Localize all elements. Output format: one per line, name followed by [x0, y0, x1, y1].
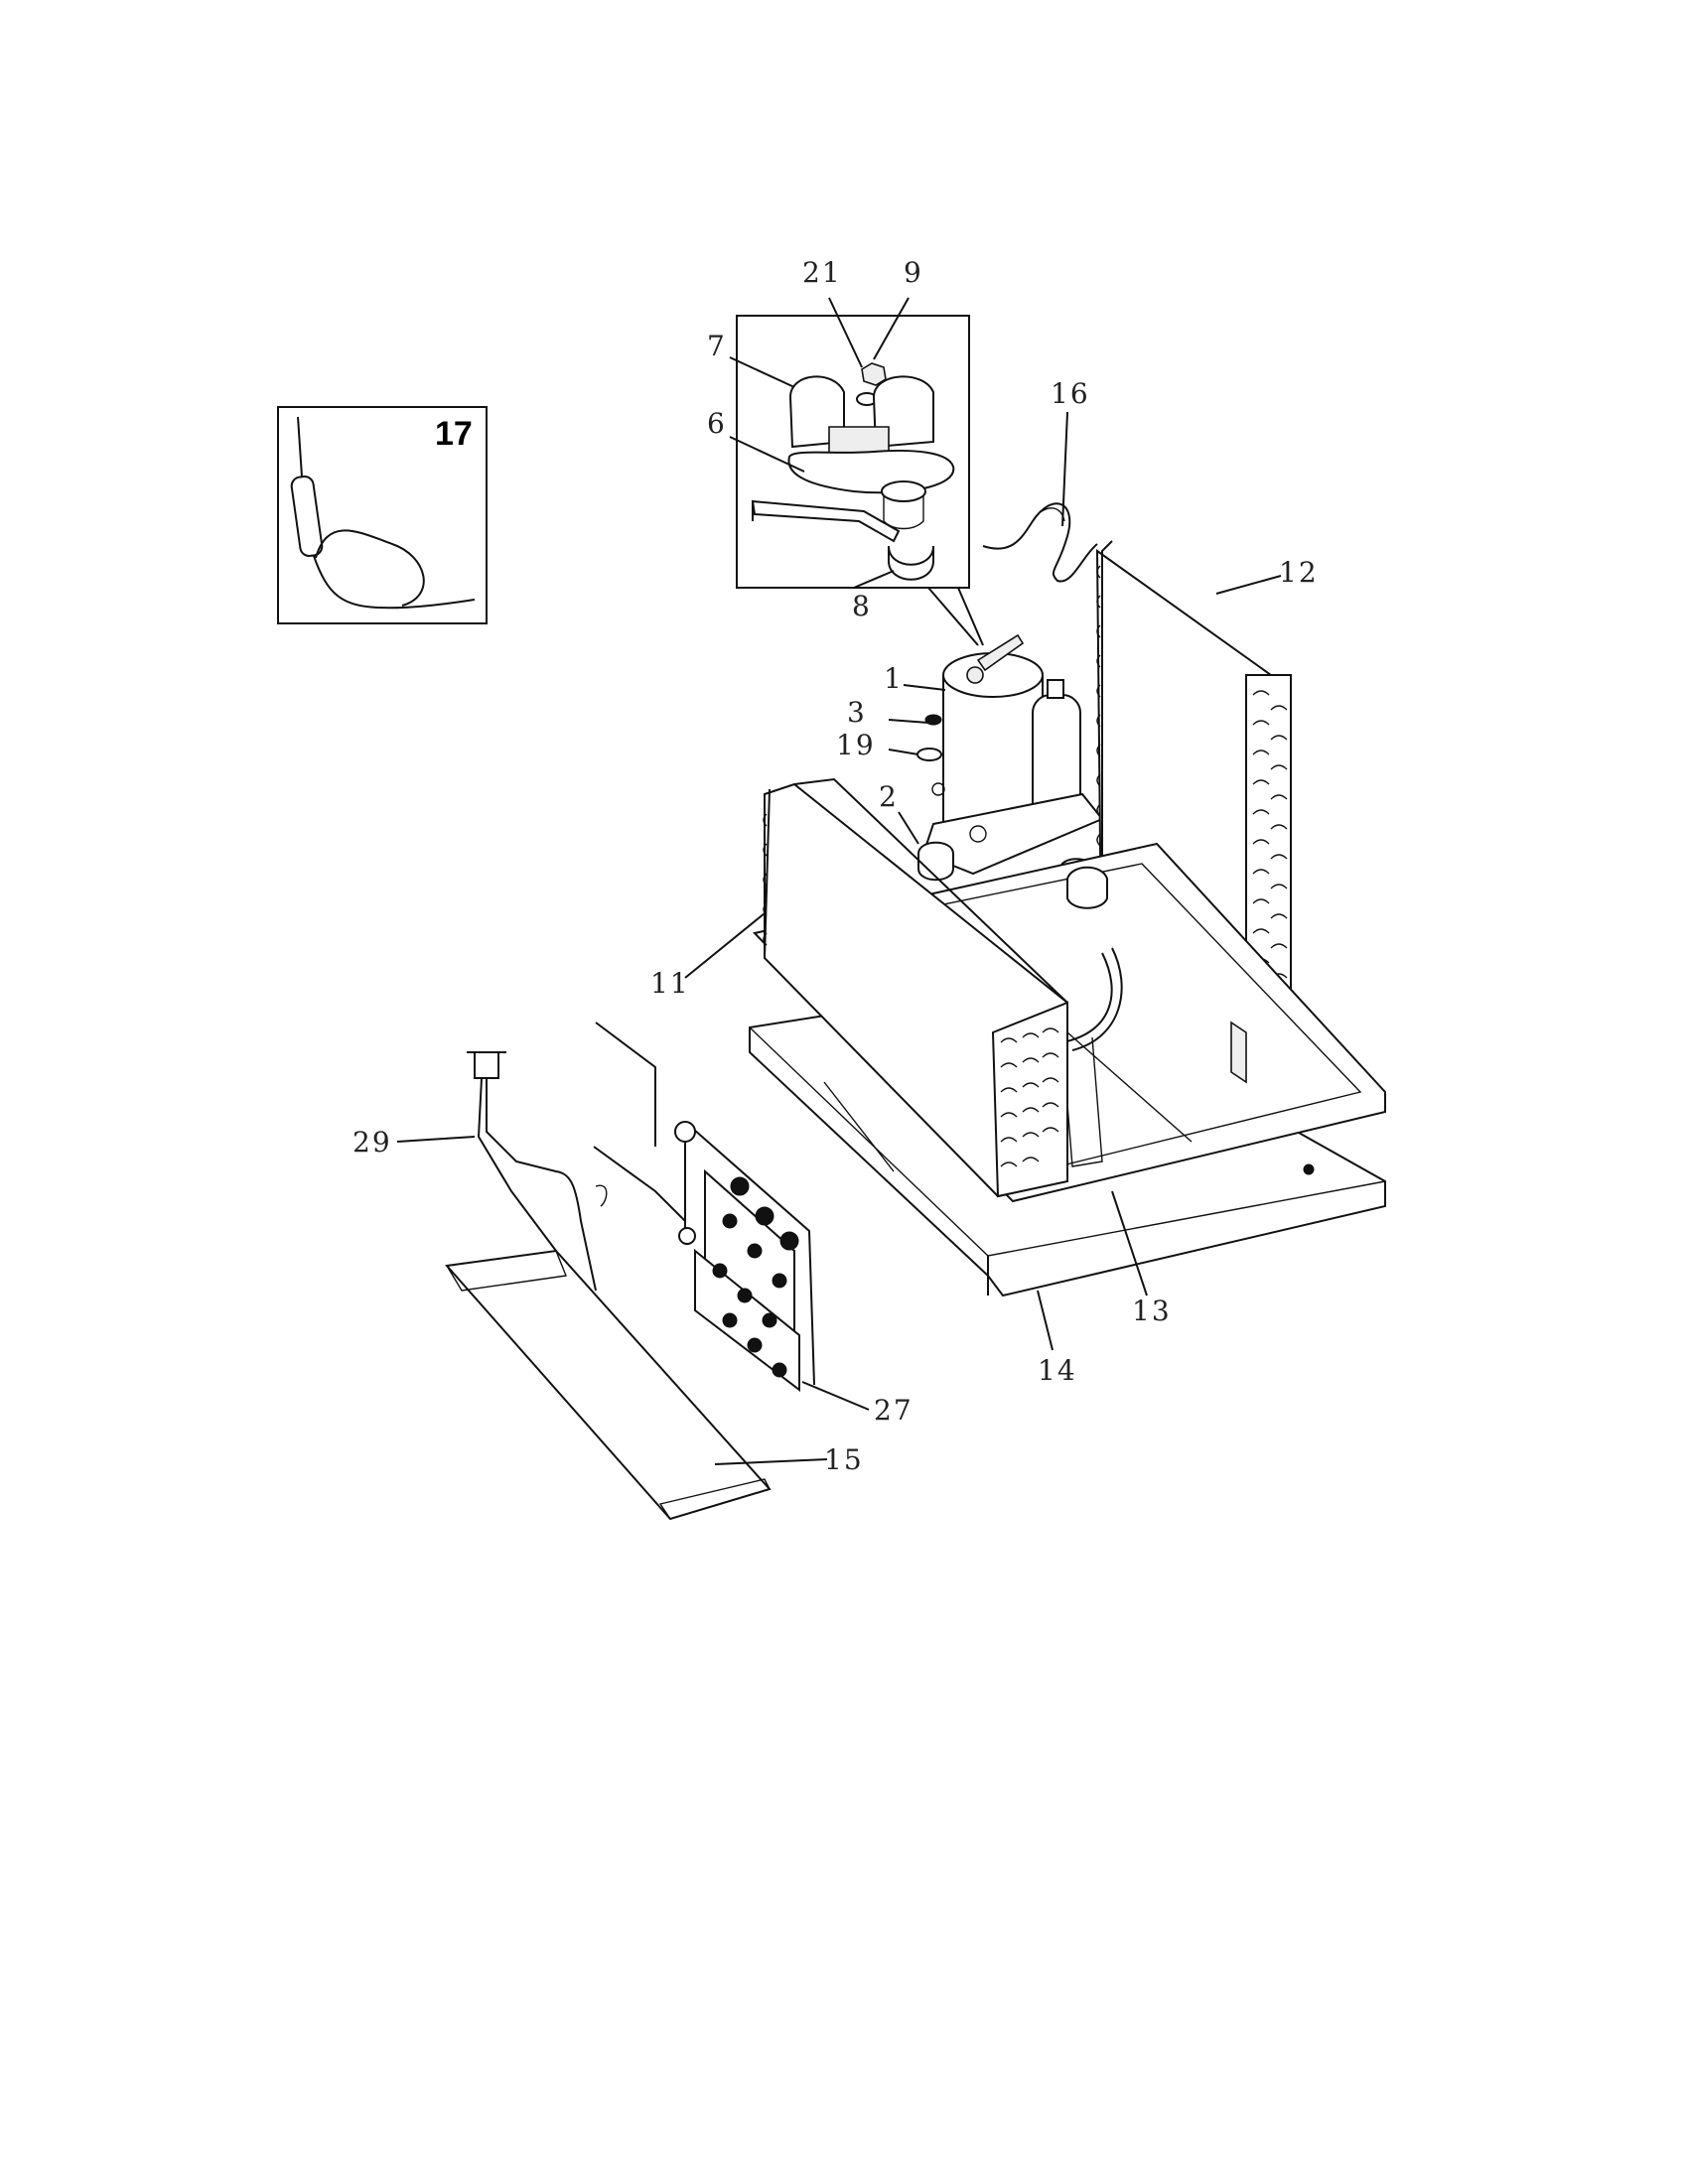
inset-part-17: 17: [277, 406, 488, 624]
callout-8: 8: [852, 590, 872, 622]
evaporator-coil-11: [763, 777, 1068, 1198]
callout-6: 6: [707, 407, 727, 440]
callout-15: 15: [824, 1443, 864, 1476]
callout-29: 29: [352, 1126, 392, 1159]
callout-3: 3: [847, 696, 867, 729]
compressor-1: [921, 633, 1104, 876]
callout-14: 14: [1038, 1354, 1077, 1387]
capillary-tube-16: [982, 502, 1098, 583]
callout-7: 7: [707, 330, 727, 362]
heater-assembly-27: [593, 1022, 815, 1393]
callout-13: 13: [1132, 1295, 1172, 1327]
callout-1: 1: [884, 662, 904, 695]
callout-27: 27: [874, 1394, 914, 1427]
callout-16: 16: [1051, 377, 1090, 410]
inset-frame: [277, 406, 488, 624]
callout-2: 2: [879, 780, 899, 813]
leader-lines: [396, 297, 1282, 1465]
callout-9: 9: [904, 256, 923, 289]
detail-frame: [736, 315, 970, 589]
callout-21: 21: [802, 256, 842, 289]
callout-11: 11: [650, 967, 690, 1000]
callout-labels: 21 9 7 6 8 16 12 1 3 19 2 11 29 27 15 13…: [352, 256, 1319, 1476]
callout-19: 19: [836, 729, 876, 761]
inset-label: 17: [435, 415, 473, 453]
compressor-terminal-detail: [736, 315, 984, 646]
thermostat-29: [467, 1051, 608, 1292]
insulation-strip-15: [445, 1249, 772, 1521]
callout-12: 12: [1279, 556, 1319, 589]
